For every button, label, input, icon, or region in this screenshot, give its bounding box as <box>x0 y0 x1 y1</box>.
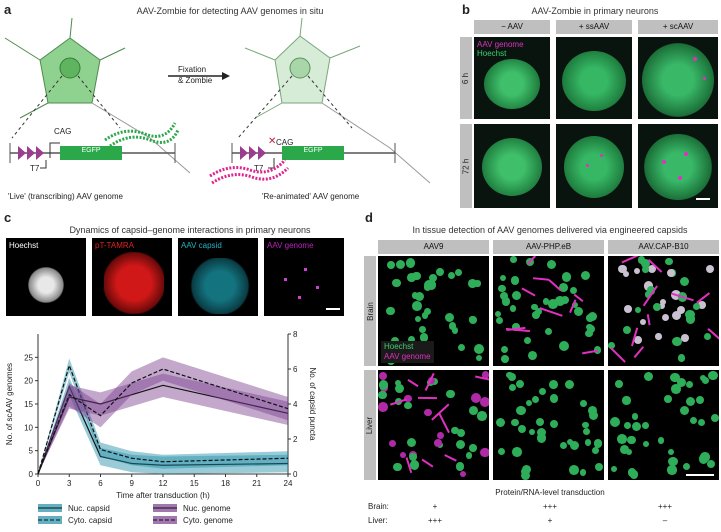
series-line <box>37 363 289 475</box>
d-table-liver-capb10: – <box>662 516 668 525</box>
d-col-aav9: AAV9 <box>378 240 489 254</box>
d-table-title: Protein/RNA-level transduction <box>495 488 605 497</box>
egfp-label-left: EGFP <box>81 147 101 154</box>
y-tick-label: 25 <box>24 353 33 362</box>
d-image-phpeb-liver <box>493 370 604 480</box>
d-row-brain: Brain <box>364 256 376 366</box>
reanimated-genome-caption: 'Re-animated' AAV genome <box>262 192 360 201</box>
series-band <box>38 358 288 474</box>
d-table-liver-label: Liver: <box>368 516 388 525</box>
b-image-none-6h: AAV genome Hoechst <box>474 37 550 119</box>
x-tick-label: 6 <box>98 479 103 488</box>
svg-text:✕: ✕ <box>268 136 276 147</box>
d-image-capb10-liver <box>608 370 719 480</box>
y-tick-label: 5 <box>29 447 34 456</box>
b-image-ssaav-6h <box>556 37 632 119</box>
panel-d-title: In tissue detection of AAV genomes deliv… <box>412 225 688 235</box>
series-line <box>37 368 289 475</box>
x-tick-label: 18 <box>221 479 230 488</box>
y-tick-label: 20 <box>24 377 33 386</box>
y2-axis-label: No. of capsid puncta <box>308 368 317 441</box>
b-col-none: − AAV <box>474 20 550 34</box>
b-image-none-72h <box>474 124 550 208</box>
d-table-brain-capb10: +++ <box>657 502 672 511</box>
live-genome-caption: 'Live' (transcribing) AAV genome <box>8 192 123 201</box>
live-nucleus <box>59 57 81 79</box>
series-line <box>37 384 289 475</box>
c-image-hoechst: Hoechst <box>6 238 86 316</box>
b-row-72h: 72 h <box>460 124 472 208</box>
d-table-liver-phpeb: + <box>547 516 553 525</box>
panel-label-d: d <box>365 210 373 225</box>
egfp-box-right <box>282 146 344 160</box>
panel-c-title: Dynamics of capsid–genome interactions i… <box>69 225 311 235</box>
egfp-label-right: EGFP <box>303 147 323 154</box>
x-tick-label: 24 <box>284 479 293 488</box>
legend-label: Nuc. genome <box>183 504 231 513</box>
b-image-scaav-6h <box>638 37 718 119</box>
d-scale-bar <box>686 474 714 476</box>
y2-tick-label: 2 <box>293 435 298 444</box>
y2-tick-label: 0 <box>293 470 298 479</box>
x-axis-label: Time after transduction (h) <box>116 491 210 500</box>
series-band <box>38 357 288 474</box>
d-legend: Hoechst AAV genome <box>381 341 434 363</box>
d-col-phpeb: AAV-PHP.eB <box>493 240 604 254</box>
c-image-genome: AAV genome <box>264 238 344 316</box>
d-image-phpeb-brain <box>493 256 604 366</box>
b-image-scaav-72h <box>638 124 718 208</box>
c-image-tamra: pT-TAMRA <box>92 238 172 316</box>
t7-left: T7 <box>30 164 40 173</box>
b-image-ssaav-72h <box>556 124 632 208</box>
panel-label-b: b <box>462 2 470 17</box>
legend-label: Nuc. capsid <box>68 504 110 513</box>
c-image-capsid: AAV capsid <box>178 238 258 316</box>
d-table-brain-label: Brain: <box>368 502 389 511</box>
y-tick-label: 0 <box>29 470 34 479</box>
x-tick-label: 0 <box>36 479 41 488</box>
fixation-label: Fixation & Zombie <box>178 65 213 85</box>
d-image-capb10-brain <box>608 256 719 366</box>
x-tick-label: 9 <box>130 479 135 488</box>
x-tick-label: 15 <box>190 479 199 488</box>
cag-right: CAG <box>276 138 294 147</box>
y2-tick-label: 8 <box>293 330 298 339</box>
y2-tick-label: 6 <box>293 365 298 374</box>
fixed-nucleus <box>289 57 311 79</box>
x-tick-label: 3 <box>67 479 72 488</box>
d-image-aav9-liver <box>378 370 489 480</box>
t7-right: T7 <box>254 164 264 173</box>
y-tick-label: 15 <box>24 400 33 409</box>
x-tick-label: 12 <box>159 479 168 488</box>
egfp-box-left <box>60 146 122 160</box>
d-col-capb10: AAV.CAP-B10 <box>608 240 719 254</box>
x-tick-label: 21 <box>252 479 261 488</box>
legend-label: Cyto. genome <box>183 516 233 525</box>
d-row-liver: Liver <box>364 370 376 480</box>
b-row-6h: 6 h <box>460 37 472 119</box>
cag-left: CAG <box>54 127 72 136</box>
d-table-brain-aav9: + <box>432 502 438 511</box>
b-col-ssaav: + ssAAV <box>556 20 632 34</box>
y-axis-label: No. of scAAV genomes <box>5 363 14 445</box>
panel-a-schematic: ✕ <box>4 18 431 185</box>
panel-label-a: a <box>4 2 12 17</box>
legend-label: Cyto. capsid <box>68 516 112 525</box>
panel-label-c: c <box>4 210 12 225</box>
panel-a-title: AAV-Zombie for detecting AAV genomes in … <box>136 6 324 16</box>
y2-tick-label: 4 <box>293 400 298 409</box>
d-table-liver-aav9: +++ <box>427 516 442 525</box>
series-band <box>38 377 288 474</box>
panel-b-title: AAV-Zombie in primary neurons <box>531 6 659 16</box>
b-col-scaav: + scAAV <box>638 20 718 34</box>
d-table-brain-phpeb: +++ <box>542 502 557 511</box>
y-tick-label: 10 <box>24 423 33 432</box>
